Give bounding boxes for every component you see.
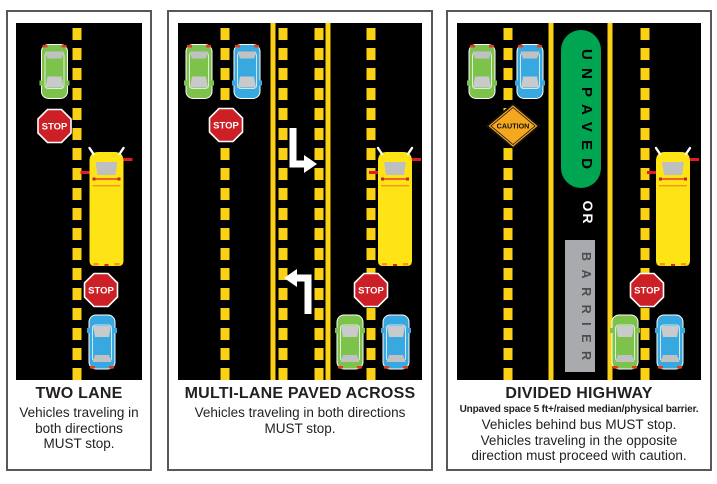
- oncoming-car-green: [183, 44, 215, 99]
- oncoming-car-blue: [231, 44, 263, 99]
- or-label: OR: [580, 201, 596, 226]
- panel-caption: Vehicles traveling in both directions MU…: [169, 405, 431, 436]
- caption-line: Vehicles behind bus MUST stop.: [481, 416, 677, 432]
- school-bus: [367, 146, 422, 268]
- panel-two-lane: TWO LANE Vehicles traveling in both dire…: [6, 10, 152, 471]
- panel-divided-highway: UNPAVED OR BARRIER DIVIDED HIGHWAY Unpav…: [446, 10, 712, 471]
- caption-line: both directions: [35, 420, 123, 436]
- barrier-median: [565, 240, 595, 372]
- caption-line: direction must proceed with caution.: [471, 448, 687, 464]
- following-car-blue: [380, 314, 412, 370]
- stop-sign: [83, 272, 119, 308]
- road-scene-divided-highway: UNPAVED OR BARRIER: [457, 23, 701, 380]
- caption-line: MUST stop.: [43, 436, 115, 452]
- oncoming-car-green: [39, 44, 70, 99]
- panel-multi-lane-paved-across: MULTI-LANE PAVED ACROSS Vehicles traveli…: [167, 10, 433, 471]
- caption-line: Vehicles traveling in: [19, 404, 139, 420]
- panel-caption: Vehicles traveling in both directions MU…: [8, 405, 150, 452]
- panel-title: MULTI-LANE PAVED ACROSS: [184, 385, 416, 402]
- unpaved-median: [561, 30, 601, 188]
- stop-sign: [629, 272, 665, 308]
- oncoming-car-green: [466, 44, 498, 99]
- panel-title: TWO LANE: [35, 385, 123, 402]
- school-bus: [645, 146, 701, 268]
- following-car-green: [609, 314, 641, 370]
- caption-line: MUST stop.: [264, 420, 336, 436]
- stop-sign: [353, 272, 389, 308]
- caution-sign: [486, 103, 540, 149]
- panel-title: DIVIDED HIGHWAY: [505, 385, 653, 402]
- turn-arrow-down-right: [293, 128, 317, 173]
- turn-arrow-up-left: [284, 269, 308, 314]
- road-scene-multi-lane: [178, 23, 422, 380]
- panel-subtitle: Unpaved space 5 ft+/raised median/physic…: [459, 403, 699, 415]
- panel-caption: Vehicles behind bus MUST stop. Vehicles …: [448, 417, 710, 464]
- following-car-blue: [86, 314, 118, 370]
- oncoming-car-blue: [514, 44, 546, 99]
- following-car-blue: [654, 314, 686, 370]
- following-car-green: [334, 314, 366, 370]
- stop-sign: [37, 108, 72, 144]
- road-scene-two-lane: [16, 23, 142, 380]
- school-bus: [79, 146, 134, 268]
- caption-line: Vehicles traveling in both directions: [194, 404, 406, 420]
- caption-line: Vehicles traveling in the opposite: [480, 432, 678, 448]
- stop-sign: [208, 107, 244, 143]
